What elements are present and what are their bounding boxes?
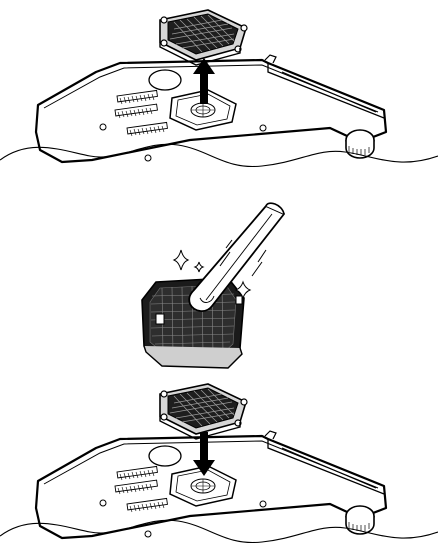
filter-cartridge-step-1 bbox=[160, 10, 247, 65]
step-1-remove-filter bbox=[0, 10, 438, 167]
step-3-install-filter bbox=[0, 384, 438, 543]
filter-cartridge-step-3 bbox=[160, 384, 247, 439]
projector-underside-step-3 bbox=[36, 431, 386, 538]
step-2-clean-filter bbox=[142, 203, 284, 368]
